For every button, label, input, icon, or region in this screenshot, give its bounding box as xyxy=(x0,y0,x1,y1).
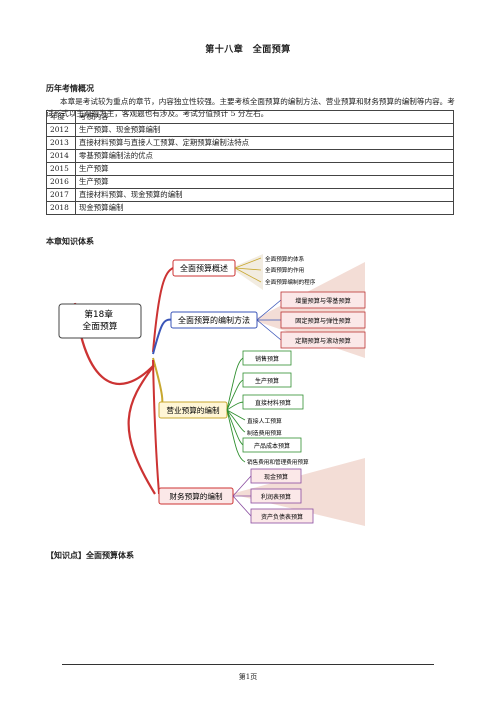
table-cell: 零基预算编制法的优点 xyxy=(75,149,454,163)
table-cell: 现金预算编制 xyxy=(75,201,454,215)
table-cell: 生产预算 xyxy=(75,175,454,189)
table-cell: 生产预算、现金预算编制 xyxy=(75,123,454,137)
wedge-bg-1 xyxy=(231,254,263,290)
table-header-year: 年度 xyxy=(46,110,76,124)
table-cell: 生产预算 xyxy=(75,162,454,176)
leaf-connectors-3 xyxy=(226,357,246,463)
leaf-4-3: 资产负债表预算 xyxy=(261,513,303,521)
leaf-connectors-1 xyxy=(234,257,262,283)
table-cell: 2016 xyxy=(46,175,76,189)
leaf-1-3: 全面预算编制的程序 xyxy=(265,278,316,286)
leaf-connectors-2 xyxy=(256,299,282,341)
page-number: 第1页 xyxy=(238,673,258,681)
leaf-4-1: 现金预算 xyxy=(264,473,288,481)
leaf-4-2: 利润表预算 xyxy=(261,493,291,501)
branch-label-2: 全面预算的编制方法 xyxy=(178,315,250,325)
leaf-3-6: 产品成本预算 xyxy=(254,442,290,450)
table-cell: 2012 xyxy=(46,123,76,137)
root-node xyxy=(58,303,142,339)
knowledge-point-heading: 【知识点】全面预算体系 xyxy=(46,551,134,560)
leaf-2-1: 增量预算与零基预算 xyxy=(295,297,351,305)
leaf-3-5: 制造费用预算 xyxy=(247,429,282,437)
root-label: 第18章 全面预算 xyxy=(82,308,117,332)
leaf-box-2-3 xyxy=(280,331,366,349)
leaf-3-7: 销售费用和管理费用预算 xyxy=(247,458,309,466)
mindmap: 第18章 全面预算 全面预算概述 全面预算的体系 全面预算的作用 全面预算编制的… xyxy=(58,254,366,526)
leaf-box-3-6 xyxy=(242,437,302,453)
history-heading: 历年考情概况 xyxy=(46,84,94,93)
leaf-box-2-2 xyxy=(280,311,366,329)
leaf-box-4-2 xyxy=(250,488,302,504)
leaf-box-3-2 xyxy=(242,372,292,388)
leaf-1-1: 全面预算的体系 xyxy=(265,255,305,263)
leaf-box-4-1 xyxy=(250,468,302,484)
leaf-box-4-3 xyxy=(250,508,314,524)
footer-divider xyxy=(62,664,434,665)
leaf-3-2: 生产预算 xyxy=(255,377,279,385)
table-cell: 2017 xyxy=(46,188,76,202)
table-cell: 2018 xyxy=(46,201,76,215)
leaf-3-4: 直接人工预算 xyxy=(247,417,282,425)
branch-label-1: 全面预算概述 xyxy=(180,263,228,273)
table-cell: 2014 xyxy=(46,149,76,163)
leaf-connectors-4 xyxy=(232,475,252,517)
branch-connector-1 xyxy=(152,267,174,353)
leaf-3-1: 销售预算 xyxy=(255,355,279,363)
leaf-2-2: 固定预算与弹性预算 xyxy=(295,317,351,325)
page-title: 第十八章 全面预算 xyxy=(205,45,291,55)
leaf-box-2-1 xyxy=(280,291,366,309)
leaf-1-2: 全面预算的作用 xyxy=(265,266,304,274)
table-cell: 直接材料预算、现金预算的编制 xyxy=(75,188,454,202)
table-cell: 2013 xyxy=(46,136,76,150)
branch-label-3: 营业预算的编制 xyxy=(166,405,220,415)
table-cell: 直接材料预算与直接人工预算、定期预算编制法特点 xyxy=(75,136,454,150)
leaf-box-3-1 xyxy=(242,350,292,366)
table-header-content: 考核内容 xyxy=(75,110,454,124)
branch-label-4: 财务预算的编制 xyxy=(169,491,223,501)
table-header-row: 年度 考核内容 xyxy=(46,110,454,124)
leaf-3-3: 直接材料预算 xyxy=(255,399,291,407)
leaf-box-3-3 xyxy=(242,394,304,410)
knowledge-heading: 本章知识体系 xyxy=(46,237,94,246)
leaf-2-3: 定期预算与滚动预算 xyxy=(295,337,351,345)
table-cell: 2015 xyxy=(46,162,76,176)
